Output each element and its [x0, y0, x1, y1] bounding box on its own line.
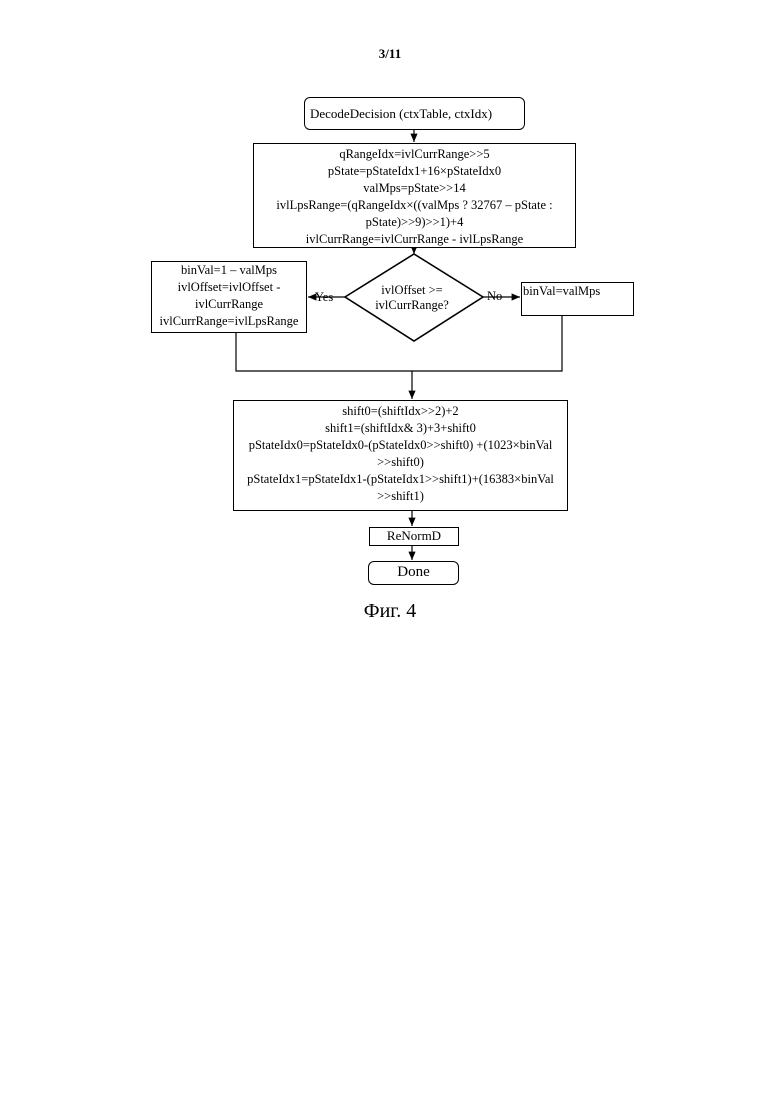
start-node: DecodeDecision (ctxTable, ctxIdx) — [304, 97, 525, 130]
yes-label: Yes — [315, 290, 333, 305]
yes-box-line: binVal=1 – valMps — [152, 262, 306, 279]
calc1-line: pState)>>9)>>1)+4 — [254, 214, 575, 231]
yes-box-line: ivlCurrRange=ivlLpsRange — [152, 313, 306, 330]
figure-caption: Фиг. 4 — [0, 600, 780, 623]
calc1-line: ivlCurrRange=ivlCurrRange - ivlLpsRange — [254, 231, 575, 248]
calc2-line: >>shift1) — [234, 488, 567, 505]
initial-calculation-box: qRangeIdx=ivlCurrRange>>5 pState=pStateI… — [253, 143, 576, 248]
decision-line: ivlCurrRange? — [344, 298, 480, 313]
no-box-line: binVal=valMps — [523, 283, 633, 300]
calc1-line: qRangeIdx=ivlCurrRange>>5 — [254, 146, 575, 163]
no-label: No — [487, 289, 502, 304]
no-branch-box: binVal=valMps — [521, 282, 634, 316]
calc2-line: shift0=(shiftIdx>>2)+2 — [234, 403, 567, 420]
calc1-line: pState=pStateIdx1+16×pStateIdx0 — [254, 163, 575, 180]
done-node: Done — [368, 561, 459, 585]
state-update-box: shift0=(shiftIdx>>2)+2 shift1=(shiftIdx&… — [233, 400, 568, 511]
merge-line-yes — [236, 333, 412, 371]
yes-box-line: ivlOffset=ivlOffset - — [152, 279, 306, 296]
calc1-line: ivlLpsRange=(qRangeIdx×((valMps ? 32767 … — [254, 197, 575, 214]
calc2-line: shift1=(shiftIdx& 3)+3+shift0 — [234, 420, 567, 437]
decision-line: ivlOffset >= — [344, 283, 480, 298]
yes-branch-box: binVal=1 – valMps ivlOffset=ivlOffset - … — [151, 261, 307, 333]
calc1-line: valMps=pState>>14 — [254, 180, 575, 197]
yes-box-line: ivlCurrRange — [152, 296, 306, 313]
calc2-line: >>shift0) — [234, 454, 567, 471]
calc2-line: pStateIdx0=pStateIdx0-(pStateIdx0>>shift… — [234, 437, 567, 454]
renorm-box: ReNormD — [369, 527, 459, 546]
decision-text: ivlOffset >= ivlCurrRange? — [344, 283, 480, 313]
calc2-line: pStateIdx1=pStateIdx1-(pStateIdx1>>shift… — [234, 471, 567, 488]
